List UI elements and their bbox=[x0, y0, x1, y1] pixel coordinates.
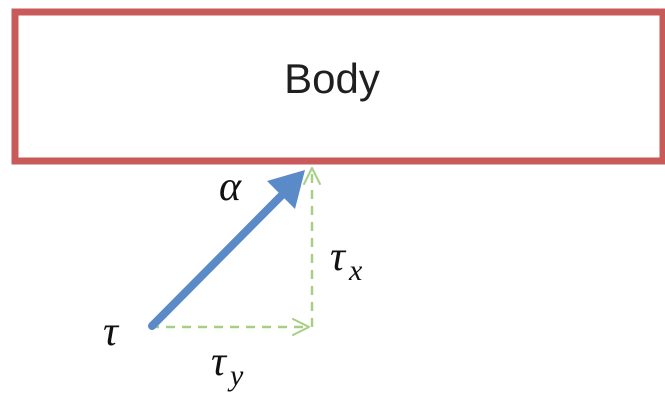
x-component-label: τ x bbox=[330, 234, 363, 287]
force-label: α bbox=[219, 164, 242, 210]
body-label: Body bbox=[284, 55, 380, 102]
body-rectangle bbox=[11, 8, 665, 165]
torque-label: τ bbox=[103, 309, 120, 355]
y-component-label: τ y bbox=[211, 339, 244, 392]
force-arrow bbox=[148, 170, 305, 330]
